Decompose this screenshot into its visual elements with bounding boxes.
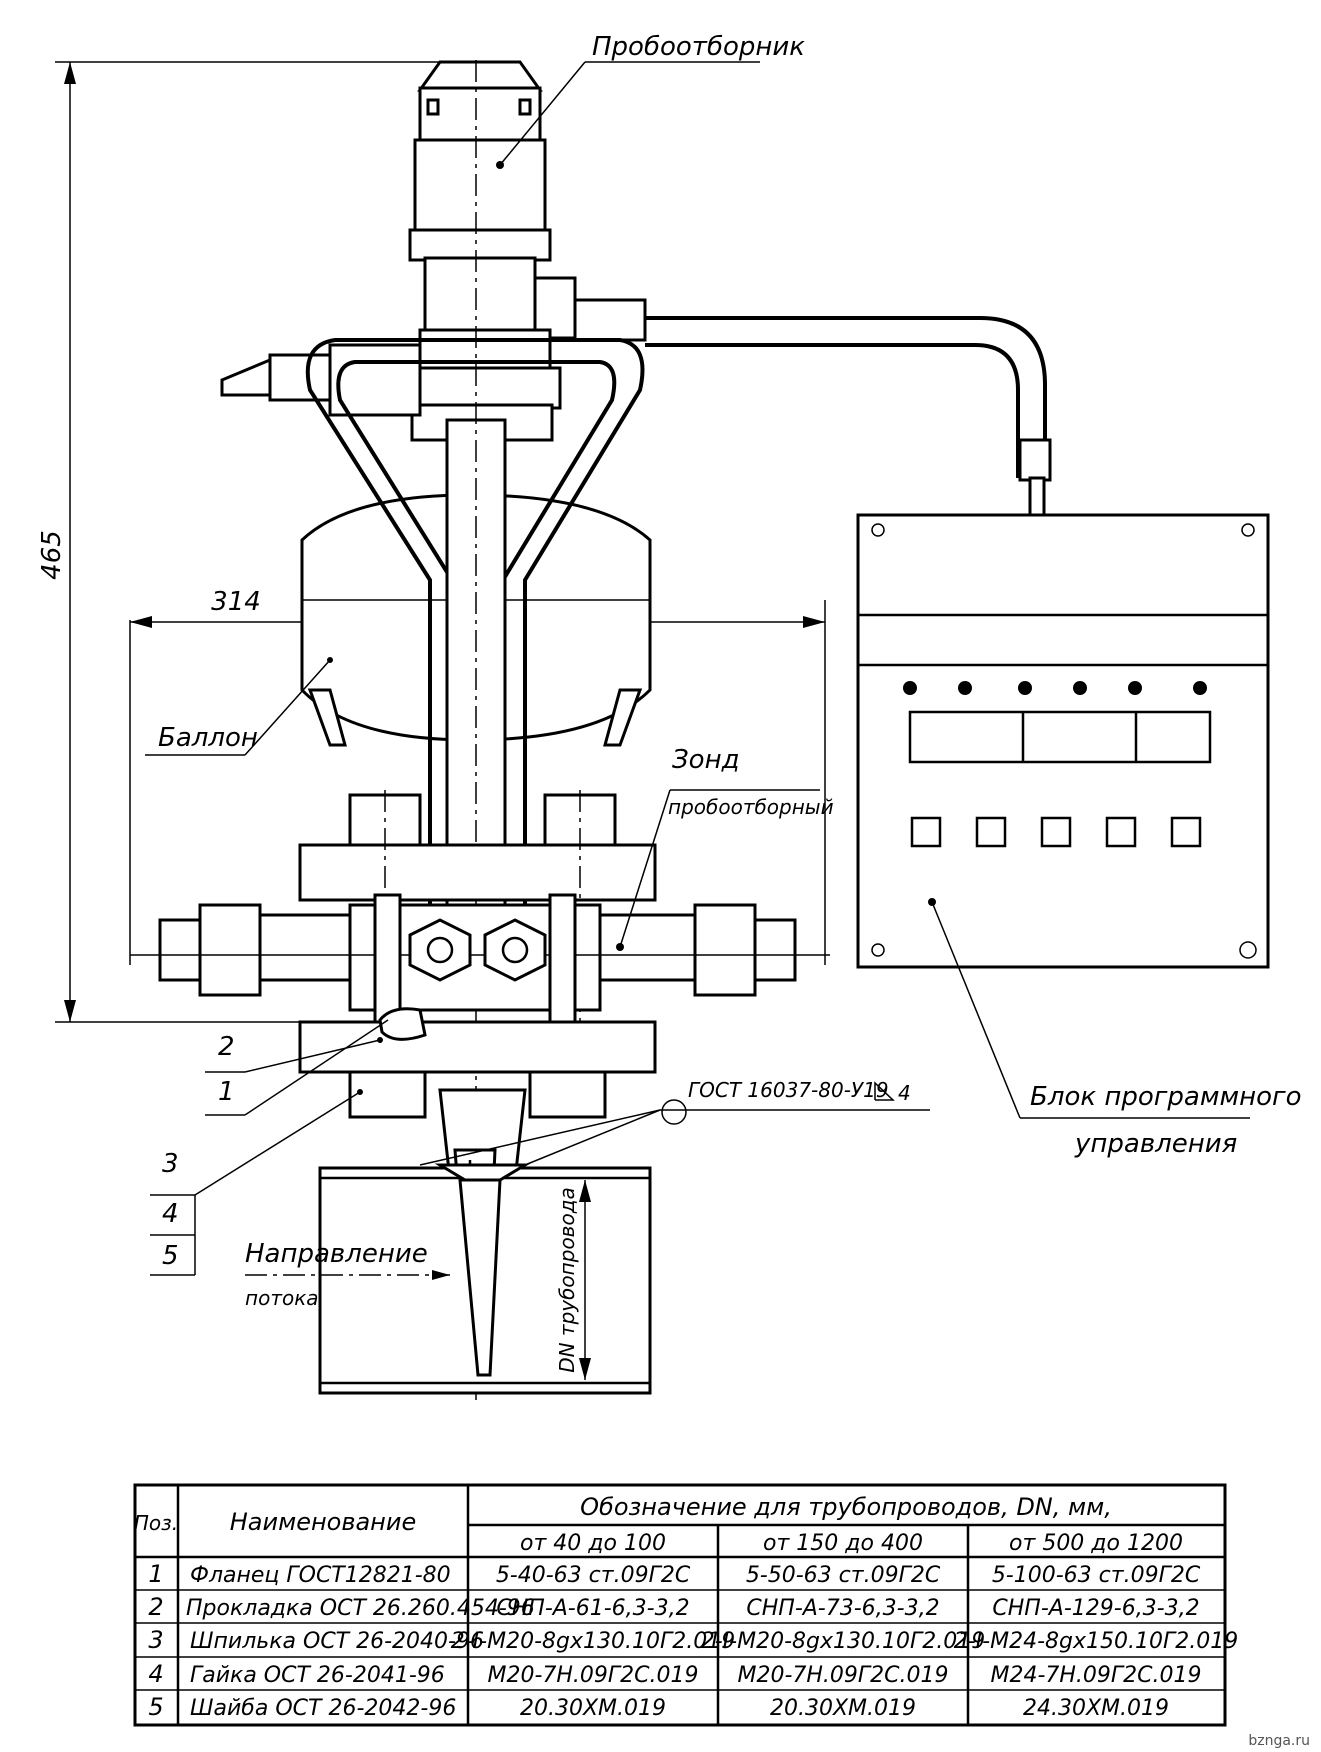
flow-direction: Направление потока: [245, 1239, 450, 1310]
pos-1-label: 1: [218, 1077, 235, 1107]
gost-weld-value: 4: [898, 1081, 911, 1105]
label-cylinder: Баллон: [158, 723, 258, 753]
label-probe-2: пробоотборный: [668, 795, 834, 819]
sampler-head: [408, 60, 647, 442]
label-probe-1: Зонд: [672, 745, 740, 775]
label-control-1: Блок программного: [1030, 1082, 1302, 1112]
table-row-5-pos: 5: [148, 1693, 163, 1721]
table-row-5-v2: 20.30ХМ.019: [770, 1696, 916, 1721]
table-row-3-v2: 2-I-M20-8gx130.10Г2.019: [701, 1629, 985, 1654]
table-row-4-name: Гайка ОСТ 26-2041-96: [190, 1663, 445, 1688]
height-dimension: 465: [37, 61, 445, 1023]
spec-table: Поз. Наименование Обозначение для трубоп…: [133, 1483, 1238, 1727]
table-row-5-name: Шайба ОСТ 26-2042-96: [190, 1696, 456, 1721]
flow-label-1: Направление: [245, 1239, 428, 1269]
table-subcol-2: от 150 до 400: [763, 1531, 923, 1556]
table-row-1-v1: 5-40-63 ст.09Г2С: [496, 1563, 691, 1588]
table-row-4-v1: M20-7H.09Г2С.019: [487, 1663, 698, 1688]
table-row-4-v3: M24-7H.09Г2С.019: [990, 1663, 1201, 1688]
watermark: bznga.ru: [1248, 1733, 1310, 1749]
table-row-3-v1: 2-I-M20-8gx130.10Г2.019: [451, 1629, 735, 1654]
height-dimension-value: 465: [37, 530, 67, 580]
button-row: [910, 816, 1202, 848]
pos-3-label: 3: [162, 1149, 179, 1179]
table-row-2-v1: СНП-А-61-6,3-3,2: [496, 1596, 689, 1621]
table-col-pos: Поз.: [134, 1511, 178, 1535]
table-row-1-pos: 1: [148, 1560, 163, 1588]
pipe-dn-label: DN трубопровода: [555, 1187, 579, 1373]
indicator-row: [903, 681, 1207, 695]
table-row-1-v3: 5-100-63 ст.09Г2С: [992, 1563, 1201, 1588]
lower-flange: [298, 1007, 657, 1119]
label-control-2: управления: [1074, 1129, 1237, 1159]
flow-label-2: потока: [245, 1286, 319, 1310]
upper-flange: [298, 790, 657, 1060]
table-row-2-name: Прокладка ОСТ 26.260.454-96: [186, 1596, 535, 1621]
table-subcol-3: от 500 до 1200: [1009, 1531, 1183, 1556]
table-row-1-v2: 5-50-63 ст.09Г2С: [746, 1563, 941, 1588]
signal-tube: [645, 316, 1052, 518]
table-row-3-name: Шпилька ОСТ 26-2040-96: [190, 1629, 484, 1654]
width-dimension-value: 314: [211, 587, 261, 617]
pipeline: DN трубопровода: [318, 1163, 652, 1395]
table-row-5-v1: 20.30ХМ.019: [520, 1696, 666, 1721]
table-row-4-pos: 4: [148, 1660, 163, 1688]
width-dimension: 314: [129, 587, 826, 965]
pos-5-label: 5: [162, 1241, 179, 1271]
gost-label: ГОСТ 16037-80-У19: [688, 1078, 889, 1102]
table-row-2-v3: СНП-А-129-6,3-3,2: [992, 1596, 1199, 1621]
table-row-2-v2: СНП-А-73-6,3-3,2: [746, 1596, 939, 1621]
callouts: Пробоотборник Баллон Зонд пробоотборный …: [145, 32, 1302, 1276]
control-box: [856, 513, 1270, 969]
pos-2-label: 2: [218, 1032, 235, 1062]
table-row-1-name: Фланец ГОСТ12821-80: [190, 1563, 451, 1588]
nozzle-left: [220, 343, 422, 417]
table-row-2-pos: 2: [148, 1593, 163, 1621]
table-row-3-pos: 3: [148, 1626, 163, 1654]
table-row-3-v3: 2-I-M24-8gx150.10Г2.019: [954, 1629, 1238, 1654]
table-row-4-v2: M20-7H.09Г2С.019: [737, 1663, 948, 1688]
table-subcol-1: от 40 до 100: [520, 1531, 666, 1556]
table-row-5-v3: 24.30ХМ.019: [1023, 1696, 1169, 1721]
label-sampler: Пробоотборник: [592, 32, 805, 62]
pos-4-label: 4: [162, 1199, 179, 1229]
table-col-name: Наименование: [230, 1508, 417, 1536]
table-col-designation: Обозначение для трубопроводов, DN, мм,: [580, 1493, 1112, 1521]
valve-assembly: [130, 893, 830, 1027]
